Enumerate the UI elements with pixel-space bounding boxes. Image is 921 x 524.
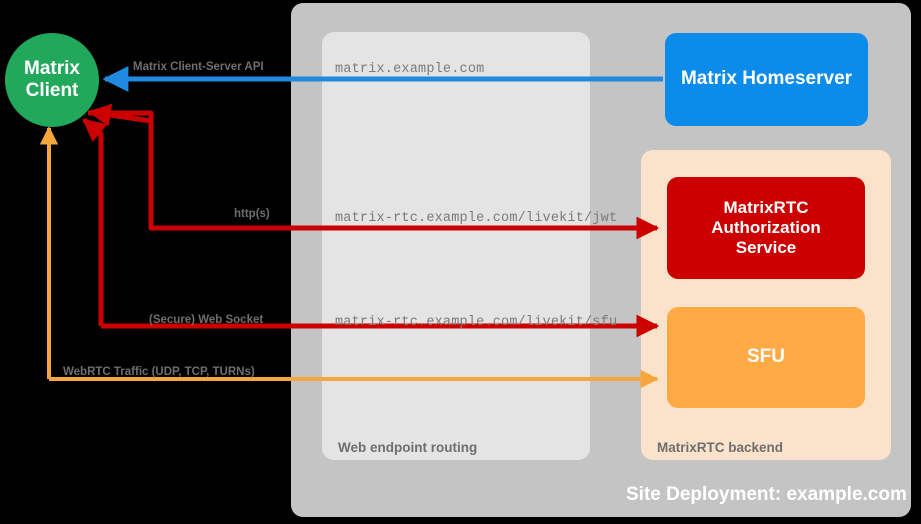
edge-label-matrix-client-server-api: Matrix Client-Server API: [133, 61, 264, 73]
node-matrix-homeserver[interactable]: [665, 33, 868, 126]
group-label-web-endpoint-routing: Web endpoint routing: [338, 440, 478, 455]
group-label-site-deployment: Site Deployment: example.com: [626, 484, 907, 505]
endpoint-label-matrix-example-com: matrix.example.com: [335, 62, 485, 77]
group-web-endpoint-routing: [322, 32, 590, 460]
edge-label-webrtc-traffic: WebRTC Traffic (UDP, TCP, TURNs): [63, 366, 255, 378]
edge-label-http-jwt: http(s): [234, 208, 270, 220]
endpoint-label-livekit-jwt: matrix-rtc.example.com/livekit/jwt: [335, 211, 618, 226]
edge-http-jwt-return-arrow: [87, 103, 154, 228]
edge-label-secure-web-socket: (Secure) Web Socket: [149, 314, 264, 326]
node-matrix-client[interactable]: [5, 33, 99, 127]
group-label-matrixrtc-backend: MatrixRTC backend: [657, 440, 784, 455]
node-matrixrtc-authorization-service[interactable]: [667, 177, 865, 279]
endpoint-label-livekit-sfu: matrix-rtc.example.com/livekit/sfu: [335, 315, 618, 330]
edge-secure-web-socket-return-arrow: [82, 118, 108, 326]
node-sfu[interactable]: [667, 307, 865, 408]
